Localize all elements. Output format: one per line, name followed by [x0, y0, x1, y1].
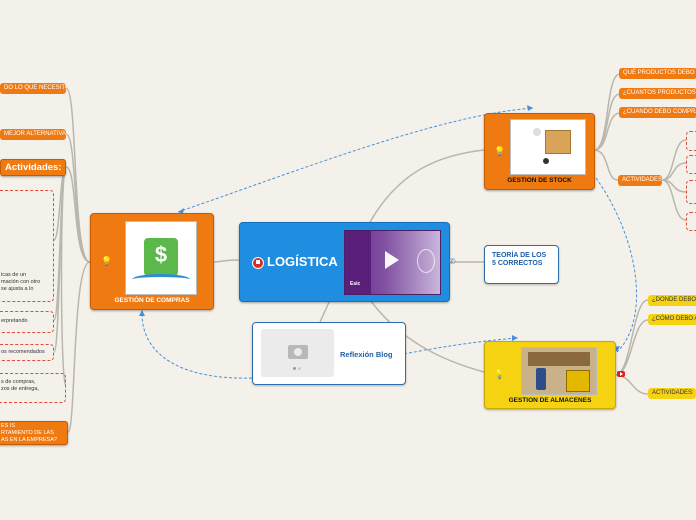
center-node[interactable]: LOGÍSTICA Esic	[239, 222, 450, 302]
forklift-shape	[566, 370, 590, 392]
compras-item-bottom[interactable]: ES IS RTAMIENTO DE LAS AS EN LA EMPRESA?	[0, 421, 68, 445]
camera-icon	[288, 345, 308, 359]
line-stock-2	[593, 93, 621, 151]
compras-item-1[interactable]: DO LO QUE NECESITO?	[0, 83, 66, 94]
blog-title: Reflexión Blog	[340, 350, 393, 359]
image-placeholder	[261, 329, 334, 377]
line-comp-3	[65, 166, 91, 263]
compras-node[interactable]: 💡 $ GESTIÓN DE COMPRAS	[90, 213, 214, 310]
line-center-compras	[211, 259, 241, 263]
line-comp-2	[65, 133, 91, 263]
note-box-1: icas de un mación con otro se ajusta a l…	[0, 190, 54, 302]
stock-note-1	[686, 131, 696, 151]
lightbulb-icon: 💡	[101, 256, 113, 266]
note-box-4: s de compras, zos de entrega,	[0, 373, 66, 403]
line-alm-3	[614, 374, 649, 395]
stock-item-2[interactable]: ¿CUANTOS PRODUCTOS DE	[619, 88, 696, 99]
stock-note-2	[686, 155, 696, 174]
note-line: s de compras,	[1, 379, 36, 385]
flag-icon	[252, 257, 264, 269]
note-line: se ajusta a lo	[1, 286, 34, 292]
relation-stock-almacenes	[595, 177, 638, 353]
compras-actividades[interactable]: Actividades:	[0, 159, 66, 176]
bottom-line: ES IS	[1, 423, 16, 429]
video-sidebar	[345, 231, 371, 294]
video-thumbnail[interactable]: Esic	[344, 230, 441, 295]
line-act-2	[661, 162, 687, 181]
teoria-title: TEORÍA DE LOS 5 CORRECTOS	[492, 252, 547, 267]
line-alm-1	[614, 299, 649, 376]
line-center-stock	[369, 149, 485, 223]
stock-node[interactable]: 💡 GESTION DE STOCK	[484, 113, 595, 190]
play-icon[interactable]	[385, 251, 399, 269]
box-shape	[545, 130, 571, 154]
worker-shape	[536, 368, 546, 390]
link-icon[interactable]: ✆	[449, 257, 456, 266]
stock-item-4[interactable]: ACTIVIDADES	[618, 175, 662, 186]
line-act-1	[661, 139, 687, 181]
hand-truck-image	[510, 119, 586, 175]
lightbulb-icon: 💡	[494, 369, 506, 379]
line-stock-4	[593, 149, 619, 181]
almacenes-item-1[interactable]: ¿DONDE DEBO A	[648, 295, 696, 306]
note-line: zos de entrega,	[1, 386, 39, 392]
teoria-node[interactable]: TEORÍA DE LOS 5 CORRECTOS	[484, 245, 559, 284]
line-center-almacenes	[369, 299, 485, 373]
line-act-4	[661, 179, 687, 221]
shopping-bag-image: $	[125, 221, 197, 295]
compras-title: GESTIÓN DE COMPRAS	[114, 297, 190, 304]
note-box-3: os recomendados	[0, 344, 54, 361]
line-alm-2	[614, 319, 649, 376]
bag-icon: $	[144, 238, 178, 276]
stock-note-3	[686, 180, 696, 204]
almacenes-item-3[interactable]: ACTIVIDADES:	[648, 388, 696, 399]
almacenes-item-2[interactable]: ¿CÓMO DEBO A	[648, 314, 696, 325]
almacenes-node[interactable]: 💡 GESTION DE ALMACENES	[484, 341, 616, 409]
actividades-label: Actividades:	[5, 162, 62, 173]
line-stock-1	[593, 73, 621, 151]
center-title: LOGÍSTICA	[267, 254, 338, 269]
swoosh-shape	[132, 274, 190, 285]
relation-blog-compras	[141, 309, 253, 379]
diagram-circle-icon	[417, 249, 435, 273]
wheel-icon	[543, 158, 549, 164]
person-head	[533, 128, 541, 136]
blog-node[interactable]: Reflexión Blog	[252, 322, 406, 385]
line-comp-1	[65, 87, 91, 263]
stock-note-4	[686, 212, 696, 231]
warehouse-image	[521, 347, 597, 395]
almacenes-title: GESTION DE ALMACENES	[508, 397, 592, 404]
youtube-icon[interactable]	[617, 371, 625, 377]
lightbulb-icon: 💡	[494, 146, 506, 156]
bottom-line: RTAMIENTO DE LAS	[1, 430, 54, 436]
stock-item-1[interactable]: QUÉ PRODUCTOS DEBO CO	[619, 68, 696, 79]
line-comp-4	[67, 261, 91, 433]
shelf-shape	[528, 352, 590, 366]
bottom-line: AS EN LA EMPRESA?	[1, 437, 57, 443]
line-center-blog	[319, 299, 331, 323]
note-line: icas de un	[1, 272, 27, 278]
note-line: os recomendados	[1, 349, 45, 355]
video-caption: Esic	[350, 281, 361, 287]
relation-blog-almacenes	[403, 337, 519, 355]
note-line: mación con otro	[1, 279, 41, 285]
relation-compras-stock	[177, 107, 534, 213]
stock-item-3[interactable]: ¿CUANDO DEBO COMPRAR	[619, 107, 696, 118]
stock-title: GESTION DE STOCK	[507, 177, 572, 184]
line-stock-3	[593, 112, 621, 151]
note-box-2: erpretando	[0, 311, 54, 333]
compras-item-2[interactable]: MEJOR ALTERNATIVA?	[0, 129, 66, 140]
note-line: erpretando	[1, 318, 28, 324]
